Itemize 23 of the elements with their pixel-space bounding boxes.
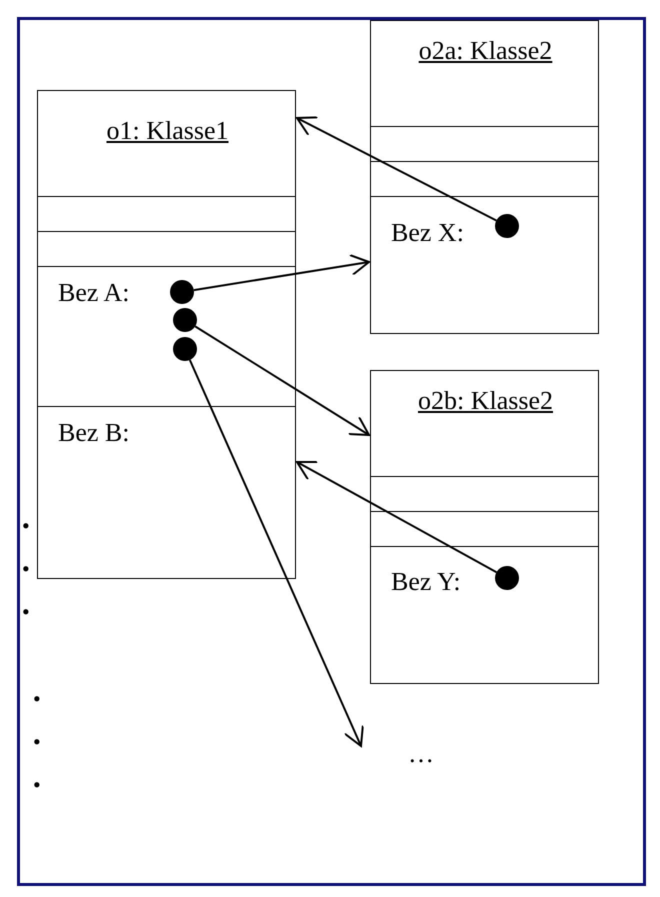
attribute-label: Bez A: (58, 279, 130, 308)
object-name: o1: Klasse1 (105, 117, 230, 146)
object-box (370, 370, 599, 684)
filled-dot (494, 214, 518, 238)
filled-dot (170, 280, 194, 304)
attribute-label: Bez B: (58, 419, 130, 448)
vertical-ellipsis: • • • (22, 512, 31, 626)
arrow (194, 254, 370, 292)
object-name: o2a: Klasse2 (418, 37, 554, 66)
vertical-ellipsis: • • • (33, 685, 42, 799)
attribute-label: Bez Y: (391, 568, 461, 597)
attribute-label: Bez X: (391, 219, 464, 248)
filled-dot (172, 308, 196, 332)
arrow (296, 116, 497, 222)
arrow (194, 326, 370, 436)
arrow (296, 460, 497, 574)
arrow (188, 360, 364, 747)
ellipsis: … (408, 740, 434, 769)
object-box (370, 20, 599, 334)
object-name: o2b: Klasse2 (416, 387, 554, 416)
filled-dot (494, 566, 518, 590)
filled-dot (172, 336, 196, 360)
object-box (37, 90, 296, 579)
